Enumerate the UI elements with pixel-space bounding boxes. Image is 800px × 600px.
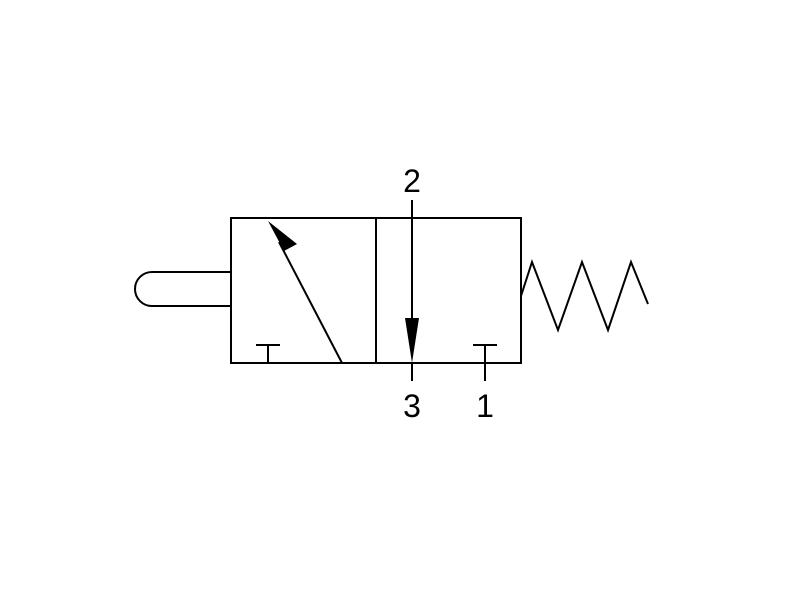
port-label-3: 3	[403, 388, 421, 424]
push-button-actuator	[134, 271, 231, 307]
left-flow-line	[278, 241, 343, 364]
valve-box-right	[375, 217, 522, 364]
spring-return	[520, 258, 649, 333]
port-label-1: 1	[476, 388, 494, 424]
left-flow-arrowhead	[268, 221, 297, 251]
right-flow-arrowhead	[405, 318, 419, 363]
port-label-2: 2	[403, 163, 421, 199]
